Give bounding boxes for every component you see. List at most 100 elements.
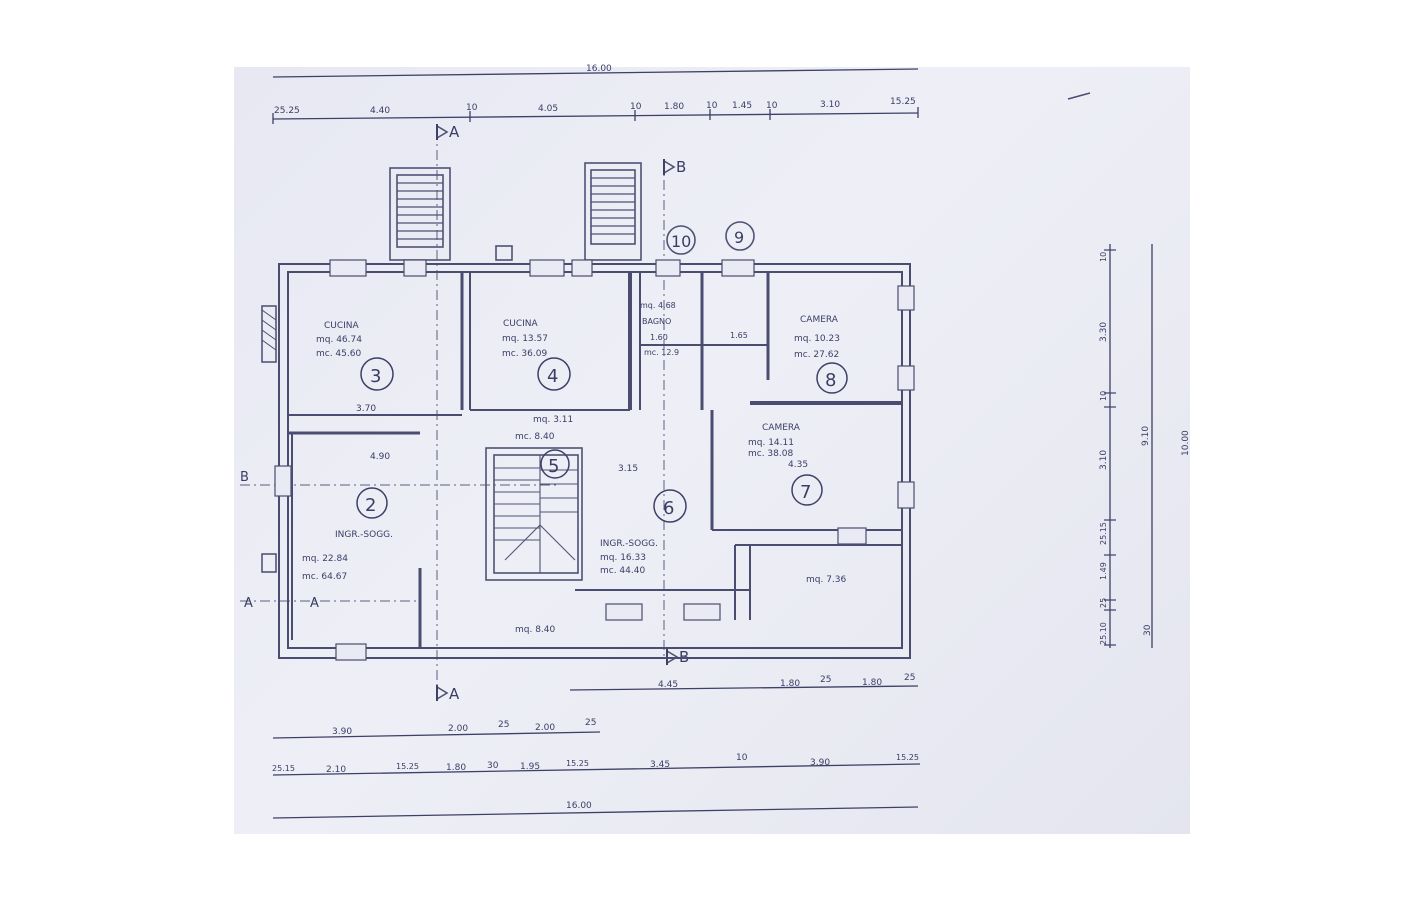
- room-8-number: 8: [825, 370, 836, 391]
- wc-width: 1.65: [730, 331, 748, 340]
- dim-r-3: 10: [1099, 391, 1108, 401]
- room-5-volume: mc. 8.40: [515, 432, 555, 442]
- section-label-b-left: B: [240, 470, 249, 485]
- axis-circle-10: [666, 225, 696, 255]
- room-4-area: mq. 13.57: [502, 334, 548, 344]
- dim-r-total: 10.00: [1181, 430, 1191, 456]
- axis-label-9: 9: [734, 228, 744, 247]
- room-6-name: INGR.-SOGG.: [600, 539, 658, 549]
- section-label-a-left-2: A: [310, 596, 319, 611]
- bottom-dimension-lines: [272, 685, 921, 819]
- right-dimension-lines: [1104, 244, 1153, 648]
- dim-b2-2: 2.00: [448, 724, 468, 734]
- stair-landing-area: mq. 8.40: [515, 625, 556, 635]
- dim-r-5: 25.15: [1099, 522, 1108, 545]
- dim-b3-8: 3.45: [650, 760, 670, 770]
- right-dimension-labels: 10 3.30 10 3.10 25.15 1.49 25 25.10 9.10…: [1099, 252, 1191, 645]
- room-4-name: CUCINA: [503, 319, 539, 329]
- section-marker-a-top: [436, 124, 449, 140]
- axis-circle-9: [725, 221, 755, 251]
- dim-r-1: 10: [1099, 252, 1108, 262]
- dim-r-last: 30: [1143, 624, 1153, 636]
- room-2-area: mq. 22.84: [302, 554, 348, 564]
- dim-b1-5: 25: [904, 673, 915, 683]
- dim-b2-1: 3.90: [332, 727, 352, 737]
- interior-stair: [485, 447, 583, 581]
- section-label-b-top: B: [676, 158, 686, 176]
- interior-walls: [288, 273, 902, 648]
- dim-r-4: 3.10: [1099, 450, 1109, 470]
- room-3-name: CUCINA: [324, 321, 360, 331]
- dim-top-8: 1.45: [732, 101, 752, 111]
- exterior-stair-left: [389, 167, 451, 261]
- axis-label-10: 10: [671, 232, 691, 251]
- chimney-symbol: [495, 245, 513, 261]
- dim-b1-1: 4.45: [658, 680, 678, 690]
- section-label-a-top: A: [449, 123, 460, 141]
- dim-top-total: 16.00: [586, 64, 612, 74]
- dim-b1-2: 1.80: [780, 679, 800, 689]
- dim-top-4: 4.05: [538, 104, 558, 114]
- dim-r-8: 25.10: [1099, 622, 1108, 645]
- bath-width: 1.60: [650, 333, 668, 342]
- section-label-a-bottom: A: [449, 685, 460, 703]
- dim-r-2: 3.30: [1099, 322, 1109, 342]
- room-3-width: 3.70: [356, 404, 376, 414]
- dim-top-9: 10: [766, 101, 778, 111]
- room-5-number: 5: [548, 456, 559, 477]
- dim-b2-5: 25: [585, 718, 596, 728]
- room-4-volume: mc. 36.09: [502, 349, 547, 359]
- room-2-volume: mc. 64.67: [302, 572, 347, 582]
- bath-area: mq. 4.68: [640, 301, 676, 310]
- room-3-area: mq. 46.74: [316, 335, 362, 345]
- room-3-number: 3: [370, 366, 381, 387]
- dim-bottom-total: 16.00: [566, 801, 592, 811]
- corridor-length: 3.15: [618, 464, 638, 474]
- balcony-railing-left: [261, 305, 277, 573]
- exterior-stair-right: [584, 162, 642, 261]
- dim-top-6: 1.80: [664, 102, 684, 112]
- dim-b3-7: 15.25: [566, 759, 589, 768]
- dim-r-7: 25: [1099, 598, 1108, 608]
- dim-b1-3: 25: [820, 675, 831, 685]
- dim-b3-4: 1.80: [446, 763, 466, 773]
- dim-top-10: 3.10: [820, 100, 840, 110]
- dim-b3-1: 25.15: [272, 764, 295, 773]
- bath-name: BAGNO: [642, 317, 671, 326]
- room-2-number: 2: [365, 495, 376, 516]
- dim-b3-3: 15.25: [396, 762, 419, 771]
- dim-top-1: 25.25: [274, 106, 300, 116]
- section-lines: [240, 130, 665, 690]
- room-7-area: mq. 14.11: [748, 438, 794, 448]
- room-2-width: 4.90: [370, 452, 390, 462]
- dim-b3-11: 15.25: [896, 753, 919, 762]
- section-label-a-left: A: [244, 596, 253, 611]
- dim-top-3: 10: [466, 103, 478, 113]
- room-number-circles: [356, 357, 848, 523]
- dim-b1-4: 1.80: [862, 678, 882, 688]
- room-6-volume: mc. 44.40: [600, 566, 645, 576]
- bath-volume: mc. 12.9: [644, 348, 679, 357]
- top-dimension-lines: [272, 68, 919, 124]
- dim-b3-5: 30: [487, 761, 499, 771]
- room-6-area: mq. 16.33: [600, 553, 646, 563]
- section-marker-b-top: [663, 159, 676, 175]
- terrace-area: mq. 7.36: [806, 575, 847, 585]
- room-5-area: mq. 3.11: [533, 415, 573, 425]
- dim-top-11: 15.25: [890, 97, 916, 107]
- pen-mark: [1067, 92, 1091, 100]
- dim-b2-4: 2.00: [535, 723, 555, 733]
- room-7-number: 7: [800, 482, 811, 503]
- room-4-number: 4: [547, 366, 558, 387]
- dim-b3-10: 3.90: [810, 758, 830, 768]
- dim-b3-2: 2.10: [326, 765, 346, 775]
- dim-b3-6: 1.95: [520, 762, 540, 772]
- dim-r-6: 1.49: [1099, 562, 1108, 580]
- dim-top-7: 10: [706, 101, 718, 111]
- room-7-width: 4.35: [788, 460, 808, 470]
- room-8-name: CAMERA: [800, 315, 839, 325]
- room-8-volume: mc. 27.62: [794, 350, 839, 360]
- room-7-name: CAMERA: [762, 423, 801, 433]
- room-8-area: mq. 10.23: [794, 334, 840, 344]
